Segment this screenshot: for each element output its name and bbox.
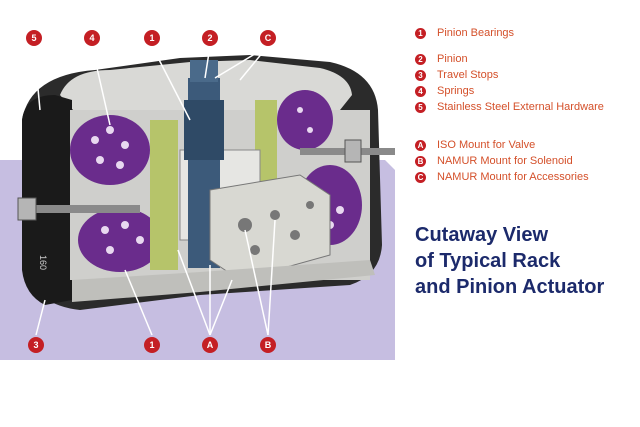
spring-pack-left-top bbox=[70, 115, 150, 185]
travel-stop-rod bbox=[20, 205, 140, 213]
legend-item-namur-accessories: C NAMUR Mount for Accessories bbox=[415, 171, 635, 187]
callout-top-5: 5 bbox=[26, 30, 42, 46]
svg-text:5: 5 bbox=[31, 33, 36, 43]
svg-text:C: C bbox=[265, 33, 272, 43]
caption-line-3: and Pinion Actuator bbox=[415, 276, 605, 298]
legend-marker: 4 bbox=[415, 86, 426, 97]
callout-bottom-a: A bbox=[202, 337, 218, 353]
svg-text:A: A bbox=[207, 340, 214, 350]
housing-bottom-rim bbox=[72, 260, 375, 302]
svg-text:2: 2 bbox=[207, 33, 212, 43]
legend-item-hardware: 5 Stainless Steel External Hardware bbox=[415, 101, 635, 117]
legend-item-springs: 4 Springs bbox=[415, 85, 635, 101]
svg-text:3: 3 bbox=[33, 340, 38, 350]
legend-label: ISO Mount for Valve bbox=[437, 139, 536, 151]
caption-line-1: Cutaway View bbox=[415, 224, 549, 246]
diagram-caption: Cutaway View of Typical Rack and Pinion … bbox=[415, 222, 604, 300]
legend-label: Pinion bbox=[437, 53, 468, 65]
spring-pack-left-bottom bbox=[78, 208, 162, 272]
legend-item-pinion-bearings: 1 Pinion Bearings bbox=[415, 27, 635, 43]
leader-lines bbox=[33, 45, 276, 336]
legend-marker: C bbox=[415, 172, 426, 183]
legend-label: NAMUR Mount for Accessories bbox=[437, 171, 589, 183]
piston-left bbox=[150, 120, 178, 270]
callout-bottom-1: 1 bbox=[144, 337, 160, 353]
caption-line-2: of Typical Rack bbox=[415, 250, 561, 272]
callout-bottom-b: B bbox=[260, 337, 276, 353]
svg-text:B: B bbox=[265, 340, 272, 350]
actuator-cutaway-diagram: 160 5 4 1 2 C 3 bbox=[0, 30, 395, 360]
legend-label: Stainless Steel External Hardware bbox=[437, 101, 604, 113]
legend-label: NAMUR Mount for Solenoid bbox=[437, 155, 573, 167]
callout-top-2: 2 bbox=[202, 30, 218, 46]
legend-label: Pinion Bearings bbox=[437, 27, 515, 39]
legend-marker: B bbox=[415, 156, 426, 167]
legend-item-namur-solenoid: B NAMUR Mount for Solenoid bbox=[415, 155, 635, 171]
legend-marker: 1 bbox=[415, 28, 426, 39]
callout-top-c: C bbox=[260, 30, 276, 46]
svg-text:4: 4 bbox=[89, 33, 94, 43]
body-marking: 160 bbox=[38, 255, 48, 270]
callout-top-1: 1 bbox=[144, 30, 160, 46]
left-end-cap bbox=[22, 95, 72, 305]
svg-text:1: 1 bbox=[149, 33, 154, 43]
legend: 1 Pinion Bearings 2 Pinion 3 Travel Stop… bbox=[415, 27, 635, 187]
legend-marker: 5 bbox=[415, 102, 426, 113]
callout-bottom-3: 3 bbox=[28, 337, 44, 353]
right-nut bbox=[344, 139, 362, 163]
legend-item-travel-stops: 3 Travel Stops bbox=[415, 69, 635, 85]
callout-top-4: 4 bbox=[84, 30, 100, 46]
spring-pack-right-top bbox=[277, 90, 333, 150]
legend-label: Springs bbox=[437, 85, 475, 97]
legend-marker: 3 bbox=[415, 70, 426, 81]
legend-item-pinion: 2 Pinion bbox=[415, 53, 635, 69]
namur-mount-block bbox=[209, 174, 331, 281]
legend-label: Travel Stops bbox=[437, 69, 499, 81]
legend-item-iso-mount: A ISO Mount for Valve bbox=[415, 139, 635, 155]
pinion-top bbox=[190, 60, 218, 82]
left-nut bbox=[17, 197, 37, 221]
legend-marker: A bbox=[415, 140, 426, 151]
pinion-teeth bbox=[184, 100, 224, 160]
mount-holes bbox=[238, 201, 314, 255]
svg-text:1: 1 bbox=[149, 340, 154, 350]
legend-marker: 2 bbox=[415, 54, 426, 65]
